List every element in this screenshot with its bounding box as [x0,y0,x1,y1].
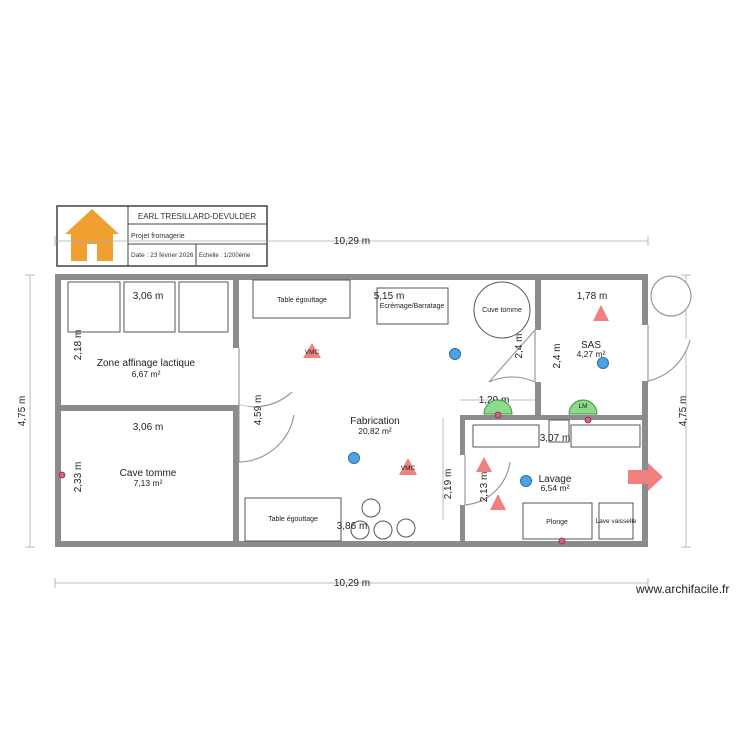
cuve-label: Cuve tomme [482,307,522,314]
lm-symbols [483,399,598,415]
lave-vaisselle-label: Lave vaisselle [596,518,637,525]
dim-fabrication-width-top: 5,15 m [374,291,405,302]
room-name-lavage: Lavage [539,474,572,485]
dim-sas-width: 1,78 m [577,291,608,302]
vmc-triangle [593,305,609,321]
dim-left-height: 4,75 m [17,396,28,427]
dim-lavage-width: 3,07 m [540,433,571,444]
lm-symbol [568,399,598,415]
dim-cave-tomme-width: 3,06 m [133,422,164,433]
vmc-triangle [399,458,417,475]
room-area-fabrication: 20,82 m² [358,426,392,436]
room-area-cave-tomme: 7,13 m² [134,478,163,488]
room-name-cave-tomme: Cave tomme [120,468,177,479]
lm-label: LM [578,403,587,410]
vmc-triangle [303,343,321,358]
room-area-zone-affinage: 6,67 m² [132,369,161,379]
dim-top-total: 10,29 m [334,236,370,247]
house-icon [65,209,119,261]
outlet [58,471,66,479]
outlet [558,537,566,545]
room-name-fabrication: Fabrication [350,416,399,427]
plonge-label: Plonge [546,519,568,526]
room-area-lavage: 6,54 m² [541,483,570,493]
dim-zone-affinage-height: 2,18 m [73,330,84,361]
dim-bottom-total: 10,29 m [334,578,370,589]
water-point [348,452,360,464]
room-name-zone-affinage: Zone affinage lactique [97,358,196,369]
vmc-label-2: VMC [401,465,416,472]
exterior-door-gap [642,325,648,381]
company-name: EARL TRESILLARD-DEVULDER [138,212,256,221]
furniture [67,279,641,542]
watermark: www.archifacile.fr [636,582,730,596]
water-points [348,348,609,487]
water-point [449,348,461,360]
water-point [597,357,609,369]
plan-scale: Echelle : 1/200ème [199,253,251,259]
water-point [520,475,532,487]
vmc-triangle [476,457,492,472]
dim-cave-tomme-height: 2,33 m [73,462,84,493]
doors [238,325,691,506]
lm-symbol [483,399,513,415]
plan-date: Date : 23 février 2026 [131,252,194,259]
exit-arrow-icon [628,463,663,491]
dim-fab-door-depth: 2,4 m [514,333,525,358]
title-block: EARL TRESILLARD-DEVULDER Projet fromager… [56,205,268,267]
dim-sas-height: 2,4 m [552,343,563,368]
room-name-sas: SAS [581,340,601,351]
dim-fabrication-width-bottom: 3,86 m [337,521,368,532]
outlet [584,416,592,424]
outlet [494,411,502,419]
dim-zone-affinage-width: 3,06 m [133,291,164,302]
ecremage-label: Ecrémage/Barratage [380,303,445,310]
dim-lavage-height: 2,13 m [479,472,490,503]
sas-door-gap [535,330,541,382]
table-bottom-label: Table égouttage [268,516,318,523]
project-name: Projet fromagerie [131,233,185,240]
exterior-pillar [650,275,692,317]
dim-right-height: 4,75 m [678,396,689,427]
dim-passage-height: 2,19 m [443,469,454,500]
outlets [58,411,592,545]
vmc-triangle [490,494,506,510]
dim-fabrication-height: 4,59 m [253,395,264,426]
vmc-label-1: VMC [305,349,320,356]
vmc-triangles [303,305,609,510]
table-top-label: Table égouttage [277,297,327,304]
room-area-sas: 4,27 m² [577,349,606,359]
